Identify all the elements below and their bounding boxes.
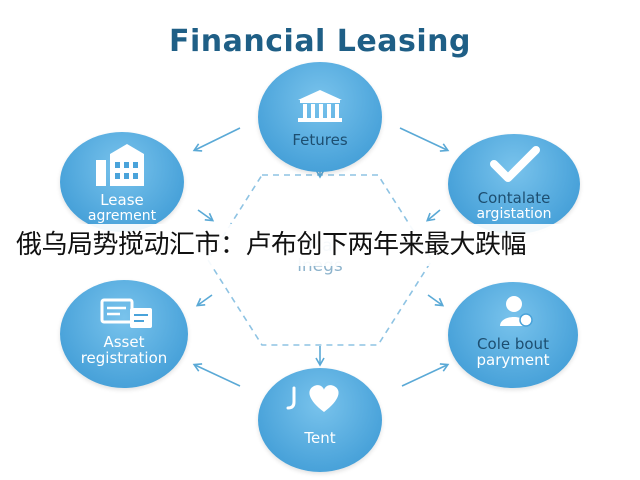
- checkmark-icon: [490, 146, 540, 182]
- building-icon: [96, 144, 144, 186]
- arrow-topleft-to-center: [197, 209, 215, 222]
- headline-banner: [0, 224, 640, 266]
- node-asset-label-2: registration: [80, 349, 168, 367]
- node-tent: Tent: [258, 368, 382, 472]
- arrow-bottom-to-right: [401, 363, 450, 387]
- node-asset-registration: Asset registration: [60, 280, 188, 388]
- arrow-topright-to-center: [425, 209, 441, 222]
- headline-text: 俄乌局势搅动汇市：卢布创下两年来最大跌幅: [16, 230, 527, 260]
- arrow-bottom-to-left: [192, 363, 241, 387]
- node-contract-registration: Contalate argistation: [448, 134, 580, 234]
- node-payment: Cole bout paryment: [448, 282, 578, 388]
- node-features-label: Fetures: [292, 131, 348, 149]
- dashed-hexagon: [207, 174, 433, 346]
- arrow-top-to-topleft: [192, 127, 241, 152]
- arrow-center-to-right: [427, 294, 445, 307]
- bank-icon: [298, 90, 342, 122]
- node-asset-label-1: Asset: [103, 333, 145, 351]
- node-payment-label-1: Cole bout: [477, 335, 549, 353]
- node-lease-agreement: Lease agrement: [60, 132, 184, 232]
- node-features: Fetures: [258, 62, 382, 172]
- person-icon: [500, 296, 533, 327]
- node-contract-label-1: Contalate: [477, 189, 551, 207]
- arrow-top-to-topright: [399, 127, 450, 152]
- node-lease-label-2: agrement: [87, 208, 157, 224]
- diagram-title: Financial Leasing: [169, 24, 471, 59]
- heart-icon: [286, 385, 339, 412]
- node-lease-label-1: Lease: [100, 191, 144, 209]
- node-contract-label-2: argistation: [476, 206, 552, 222]
- arrow-center-to-left: [195, 294, 213, 307]
- document-icon: [100, 298, 152, 328]
- node-tent-label: Tent: [304, 429, 336, 447]
- node-payment-label-2: paryment: [476, 351, 550, 369]
